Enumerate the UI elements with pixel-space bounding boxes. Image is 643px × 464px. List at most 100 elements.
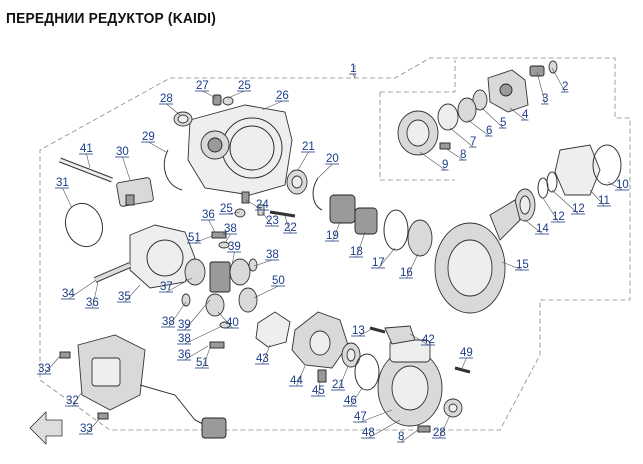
callout-11: 11	[589, 189, 611, 207]
callout-12: 12	[551, 189, 585, 215]
seal-part-28	[173, 111, 193, 127]
callout-leader	[86, 417, 101, 435]
callout-leader	[148, 141, 167, 153]
callout-47: 47	[353, 409, 393, 423]
callout-14: 14	[524, 219, 549, 235]
callout-leader	[338, 365, 349, 391]
callout-39: 39	[177, 299, 211, 331]
callout-label: 25	[220, 203, 233, 215]
callout-leader	[202, 90, 217, 99]
callout-leader	[184, 299, 211, 331]
callout-label: 36	[202, 209, 215, 221]
callout-4: 4	[509, 107, 529, 121]
pin-part-51a	[211, 231, 227, 239]
oring-part-31	[64, 202, 104, 248]
callout-1: 1	[349, 63, 357, 79]
seal-part-28b	[443, 398, 463, 418]
washer-part-25b	[234, 208, 246, 218]
callout-28: 28	[159, 93, 181, 116]
callout-label: 38	[266, 249, 279, 261]
callout-8: 8	[397, 429, 419, 443]
bolt-part-13	[369, 326, 386, 334]
gear-part-19	[329, 194, 356, 224]
case-part-35	[129, 224, 196, 289]
callout-leader	[253, 285, 279, 299]
callout-leader	[509, 107, 526, 121]
callout-leader	[350, 387, 363, 407]
callout-23: 23	[261, 211, 279, 227]
housing-part-48	[377, 349, 443, 427]
gear-part-37a	[184, 258, 206, 286]
callout-label: 12	[572, 203, 585, 215]
assembly-boundary	[39, 57, 631, 431]
callout-20: 20	[317, 153, 339, 179]
callout-label: 14	[536, 223, 549, 235]
callout-38: 38	[223, 223, 237, 244]
callout-32: 32	[65, 391, 83, 407]
callout-label: 24	[256, 199, 269, 211]
callout-10: 10	[607, 179, 629, 191]
callout-leader	[481, 107, 504, 129]
callout-30: 30	[115, 146, 131, 181]
callout-leader	[524, 219, 543, 235]
callout-label: 26	[276, 90, 289, 102]
ring-part-12a	[537, 177, 549, 199]
callout-label: 31	[56, 177, 69, 189]
cover-part-44	[291, 311, 349, 369]
washer-part-38a	[218, 241, 230, 249]
callout-26: 26	[261, 90, 289, 111]
callout-41: 41	[79, 143, 93, 169]
callout-51: 51	[187, 232, 213, 244]
callout-label: 38	[162, 316, 175, 328]
callout-leader	[68, 279, 97, 300]
callout-leader	[607, 181, 623, 191]
callout-36: 36	[201, 209, 216, 233]
callout-25: 25	[219, 203, 241, 215]
callout-leader	[184, 325, 223, 345]
callout-label: 34	[62, 288, 75, 300]
callout-leader	[297, 151, 309, 171]
callout-24: 24	[245, 199, 269, 211]
callout-15: 15	[501, 259, 529, 271]
callout-21: 21	[331, 365, 349, 391]
page-title: ПЕРЕДНИИ РЕДУКТОР (KAIDI)	[6, 10, 216, 27]
callout-label: 36	[86, 297, 99, 309]
washer-part-38c	[181, 293, 191, 307]
callout-leader	[72, 391, 83, 407]
carrier-part-9	[397, 110, 439, 156]
callout-leader	[501, 261, 523, 271]
oring-part-46	[354, 353, 380, 391]
callout-label: 29	[142, 131, 155, 143]
bearing-part-6	[457, 97, 477, 123]
callout-leader	[296, 365, 306, 387]
callout-label: 28	[160, 93, 173, 105]
callout-label: 3	[542, 93, 548, 105]
callout-label: 11	[598, 195, 610, 207]
callout-leader	[542, 197, 559, 223]
callout-leader	[378, 247, 396, 269]
callout-label: 33	[80, 423, 93, 435]
callout-label: 46	[344, 395, 357, 407]
callout-label: 8	[398, 431, 404, 443]
callout-label: 2	[562, 81, 568, 93]
callout-leader	[44, 355, 61, 375]
callout-29: 29	[141, 131, 167, 153]
callout-leader	[166, 103, 181, 116]
callout-3: 3	[536, 71, 549, 105]
callout-label: 23	[266, 215, 279, 227]
gasket-part-43	[255, 311, 291, 348]
sleeve-part-18	[354, 207, 378, 235]
callout-leader	[231, 251, 235, 266]
callout-leader	[318, 381, 321, 397]
callout-label: 37	[160, 281, 173, 293]
callout-leader	[226, 211, 241, 215]
callout-leader	[419, 151, 446, 171]
pin-part-22	[269, 210, 296, 218]
ring-gear-part-15	[434, 199, 521, 314]
ring-part-17	[383, 209, 409, 251]
callout-label: 8	[460, 149, 466, 161]
callout-18: 18	[349, 231, 366, 258]
callout-leader	[184, 345, 209, 361]
ring-part-12b	[546, 171, 558, 193]
callout-label: 48	[362, 427, 375, 439]
